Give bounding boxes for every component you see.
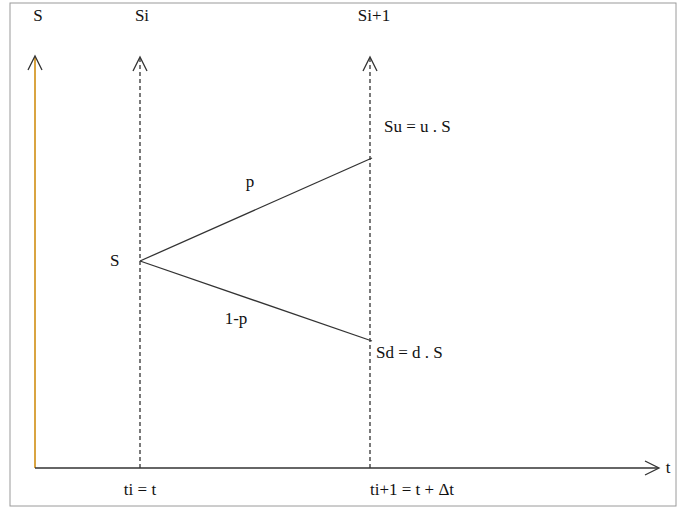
value-node: S xyxy=(106,250,140,272)
probability-label: 1-p xyxy=(223,309,250,329)
axis-label: Si xyxy=(133,6,151,26)
node-text: S xyxy=(110,251,140,271)
value-node: Sd = d . S xyxy=(372,341,445,367)
branch-line xyxy=(140,158,372,261)
axis-label: ti+1 = t + Δt xyxy=(368,480,456,500)
axis-label: ti = t xyxy=(122,480,158,500)
branch-line xyxy=(140,261,372,341)
node-text: Sd = d . S xyxy=(376,343,445,363)
axis-label: Si+1 xyxy=(356,6,392,26)
axis-label: t xyxy=(664,458,673,478)
node-text: Su = u . S xyxy=(384,117,453,137)
probability-label: p xyxy=(244,172,257,192)
axis-label: S xyxy=(31,6,44,26)
value-node: Su = u . S xyxy=(372,117,453,158)
